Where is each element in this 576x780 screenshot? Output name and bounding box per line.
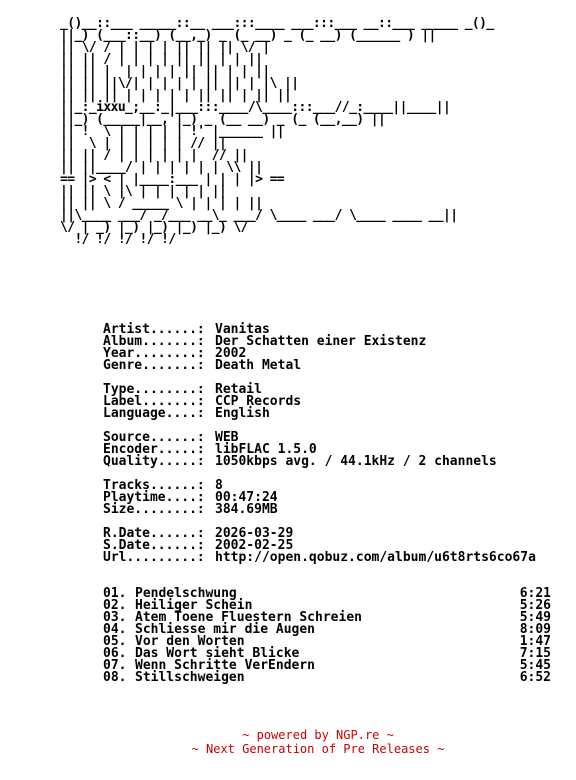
- ascii-art-logo: _()__::___ _____::__ ___:::____ ___:::__…: [60, 16, 494, 247]
- track-title: Stillschweigen: [135, 670, 245, 685]
- track-title: Atem Toene Fluestern Schreien: [135, 610, 362, 625]
- info-key: Year........:: [103, 346, 205, 361]
- info-row-tracks: Tracks......: 8: [103, 478, 223, 493]
- track-row: 01. Pendelschwung 6:21: [103, 586, 551, 601]
- info-key: Label.......:: [103, 394, 205, 409]
- info-key: Album.......:: [103, 334, 205, 349]
- footer-tagline: ~ Next Generation of Pre Releases ~: [191, 742, 445, 756]
- info-row-size: Size........: 384.69MB: [103, 502, 278, 517]
- info-key: Url.........:: [103, 550, 205, 565]
- info-key: S.Date......:: [103, 538, 205, 553]
- info-value: 8: [215, 478, 223, 493]
- info-value: libFLAC 1.5.0: [215, 442, 317, 457]
- track-duration: 8:09: [519, 622, 551, 637]
- info-key: Encoder.....:: [103, 442, 205, 457]
- info-row-quality: Quality.....: 1050kbps avg. / 44.1kHz / 2…: [103, 454, 497, 469]
- info-value: Retail: [215, 382, 262, 397]
- info-key: Artist......:: [103, 322, 205, 337]
- track-row: 06. Das Wort sieht Blicke 7:15: [103, 646, 551, 661]
- track-number: 02.: [103, 598, 127, 613]
- info-key: Genre.......:: [103, 358, 205, 373]
- track-duration: 7:15: [519, 646, 551, 661]
- info-value: Der Schatten einer Existenz: [215, 334, 427, 349]
- info-key: Size........:: [103, 502, 205, 517]
- track-row: 07. Wenn Schritte VerEndern 5:45: [103, 658, 551, 673]
- info-key: Tracks......:: [103, 478, 205, 493]
- track-number: 01.: [103, 586, 127, 601]
- info-value: http://open.qobuz.com/album/u6t8rts6co67…: [215, 550, 536, 565]
- info-value: 2026-03-29: [215, 526, 294, 541]
- info-value: Vanitas: [215, 322, 270, 337]
- info-key: Language....:: [103, 406, 205, 421]
- info-key: R.Date......:: [103, 526, 205, 541]
- info-key: Source......:: [103, 430, 205, 445]
- info-key: Quality.....:: [103, 454, 205, 469]
- info-row-encoder: Encoder.....: libFLAC 1.5.0: [103, 442, 317, 457]
- info-row-label: Label.......: CCP Records: [103, 394, 302, 409]
- info-row-artist: Artist......: Vanitas: [103, 322, 270, 337]
- track-row: 03. Atem Toene Fluestern Schreien 5:49: [103, 610, 551, 625]
- track-row: 04. Schliesse mir die Augen 8:09: [103, 622, 551, 637]
- track-duration: 6:21: [519, 586, 551, 601]
- track-duration: 5:45: [519, 658, 551, 673]
- track-number: 08.: [103, 670, 127, 685]
- track-title: Das Wort sieht Blicke: [135, 646, 300, 661]
- track-duration: 1:47: [519, 634, 551, 649]
- info-value: 2002-02-25: [215, 538, 294, 553]
- info-value: CCP Records: [215, 394, 302, 409]
- track-row: 02. Heiliger Schein 5:26: [103, 598, 551, 613]
- info-key: Playtime....:: [103, 490, 205, 505]
- info-row-type: Type........: Retail: [103, 382, 262, 397]
- info-row-year: Year........: 2002: [103, 346, 247, 361]
- track-number: 03.: [103, 610, 127, 625]
- track-number: 06.: [103, 646, 127, 661]
- track-duration: 5:49: [519, 610, 551, 625]
- track-duration: 6:52: [519, 670, 551, 685]
- track-row: 05. Vor den Worten 1:47: [103, 634, 551, 649]
- track-row: 08. Stillschweigen 6:52: [103, 670, 551, 685]
- info-row-source: Source......: WEB: [103, 430, 239, 445]
- info-value: Death Metal: [215, 358, 302, 373]
- info-row-release-date: R.Date......: 2026-03-29: [103, 526, 294, 541]
- info-value: 2002: [215, 346, 247, 361]
- info-row-url: Url.........: http://open.qobuz.com/album…: [103, 550, 536, 565]
- info-row-genre: Genre.......: Death Metal: [103, 358, 302, 373]
- info-row-street-date: S.Date......: 2002-02-25: [103, 538, 294, 553]
- info-value: English: [215, 406, 270, 421]
- track-number: 07.: [103, 658, 127, 673]
- info-value: 1050kbps avg. / 44.1kHz / 2 channels: [215, 454, 497, 469]
- track-title: Vor den Worten: [135, 634, 245, 649]
- track-title: Schliesse mir die Augen: [135, 622, 316, 637]
- track-duration: 5:26: [519, 598, 551, 613]
- info-row-playtime: Playtime....: 00:47:24: [103, 490, 278, 505]
- track-title: Heiliger Schein: [135, 598, 253, 613]
- info-row-album: Album.......: Der Schatten einer Existenz: [103, 334, 427, 349]
- info-value: 384.69MB: [215, 502, 278, 517]
- track-title: Pendelschwung: [135, 586, 237, 601]
- info-key: Type........:: [103, 382, 205, 397]
- info-value: 00:47:24: [215, 490, 278, 505]
- footer-powered-by: ~ powered by NGP.re ~: [242, 728, 394, 742]
- info-row-language: Language....: English: [103, 406, 270, 421]
- track-title: Wenn Schritte VerEndern: [135, 658, 316, 673]
- track-number: 05.: [103, 634, 127, 649]
- track-number: 04.: [103, 622, 127, 637]
- info-value: WEB: [215, 430, 239, 445]
